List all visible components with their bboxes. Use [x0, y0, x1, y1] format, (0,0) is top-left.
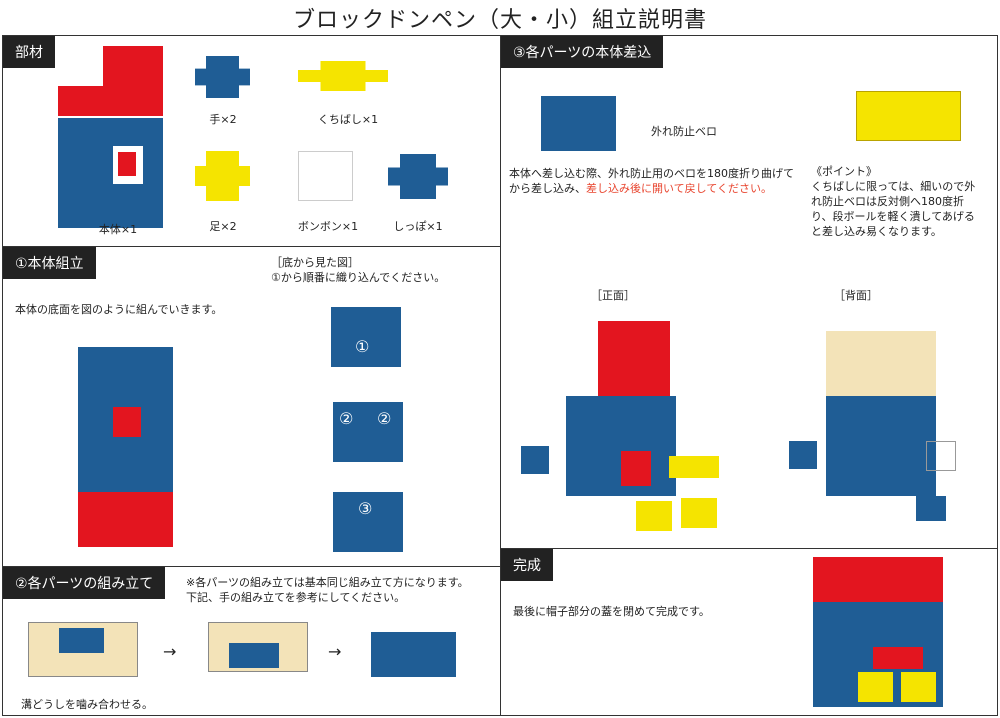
pompom-part-illustration [298, 151, 353, 201]
back-tail-part [916, 496, 946, 521]
tab-fold-illustration [541, 96, 616, 151]
parts-header: 部材 [3, 36, 55, 68]
part-label: ボンボン×1 [297, 220, 359, 233]
body-assembly-header: ①本体組立 [3, 247, 96, 279]
parts-panel: 部材 本体×1 手×2 くちばし×1 足×2 ボンボン×1 しっぽ×1 [2, 35, 501, 247]
step-number: ② [339, 409, 354, 428]
step-number: ① [355, 337, 370, 356]
front-foot-part [636, 501, 672, 531]
step2-illustration [333, 402, 403, 462]
back-label: ［背面］ [834, 289, 878, 302]
part-label: 足×2 [209, 220, 237, 233]
tab-label: 外れ防止ベロ [651, 125, 717, 138]
hand-fold-step1 [28, 622, 138, 677]
back-pompom-part [926, 441, 956, 471]
parts-assembly-note: ※各パーツの組み立ては基本同じ組み立て方になります。 [186, 576, 469, 589]
body-assembly-instruction: 本体の底面を図のように組んでいきます。 [15, 303, 223, 316]
step1-illustration [331, 307, 401, 367]
arrow: → [163, 642, 177, 661]
parts-assembly-panel: ②各パーツの組み立て ※各パーツの組み立ては基本同じ組み立て方になります。 下記… [2, 566, 501, 716]
insert-panel: ③各パーツの本体差込 外れ防止ベロ 本体へ差し込む際、外れ防止用のベロを180度… [500, 35, 998, 549]
insert-header: ③各パーツの本体差込 [501, 36, 664, 68]
part-label: 手×2 [209, 113, 237, 126]
parts-assembly-header: ②各パーツの組み立て [3, 567, 166, 599]
tail-part-illustration [388, 154, 448, 199]
front-foot-part [681, 498, 717, 528]
front-hand-part [521, 446, 549, 474]
body-part-illustration [58, 46, 168, 228]
part-label: しっぽ×1 [393, 220, 443, 233]
completed-penguin-illustration [813, 557, 943, 707]
insert-text-warning: 差し込み後に開いて戻してください。 [586, 182, 773, 195]
front-beak-part [669, 456, 719, 478]
order-note: ①から順番に織り込んでください。 [271, 271, 446, 284]
hand-fold-step2 [208, 622, 308, 672]
parts-assembly-note: 下記、手の組み立てを参考にしてください。 [186, 591, 406, 604]
complete-panel: 完成 最後に帽子部分の蓋を閉めて完成です。 [500, 548, 998, 716]
back-view-illustration [826, 321, 936, 496]
step-number: ③ [358, 499, 373, 518]
hand-part-illustration [195, 56, 250, 98]
point-text: くちばしに限っては、細いので外れ防止ベロは反対側へ180度折り、段ボールを軽く潰… [811, 180, 976, 238]
step-number: ② [377, 409, 392, 428]
insert-text: 本体へ差し込む際、外れ防止用のベロを180度折り曲げてから差し込み、 [509, 167, 794, 195]
point-title: 《ポイント》 [811, 165, 877, 178]
body-assembly-panel: ①本体組立 本体の底面を図のように組んでいきます。 ［底から見た図］ ①から順番… [2, 246, 501, 567]
part-label: くちばし×1 [317, 113, 379, 126]
insert-instruction: 本体へ差し込む際、外れ防止用のベロを180度折り曲げてから差し込み、差し込み後に… [509, 166, 799, 196]
page-title: ブロックドンペン（大・小）組立説明書 [292, 8, 707, 33]
beak-insert-illustration [856, 91, 961, 141]
foot-part-illustration [195, 151, 250, 201]
part-label: 本体×1 [98, 223, 138, 236]
front-label: ［正面］ [591, 289, 635, 302]
complete-text: 最後に帽子部分の蓋を閉めて完成です。 [513, 605, 710, 618]
front-view-illustration [566, 321, 676, 496]
step3-illustration [333, 492, 403, 552]
hand-fold-step3 [371, 632, 456, 677]
back-hand-part [789, 441, 817, 469]
arrow: → [328, 642, 342, 661]
complete-header: 完成 [501, 549, 553, 581]
parts-assembly-caption: 溝どうしを噛み合わせる。 [21, 698, 153, 711]
view-note: ［底から見た図］ [271, 256, 359, 269]
body-illustration [78, 347, 173, 547]
beak-part-illustration [298, 61, 388, 91]
